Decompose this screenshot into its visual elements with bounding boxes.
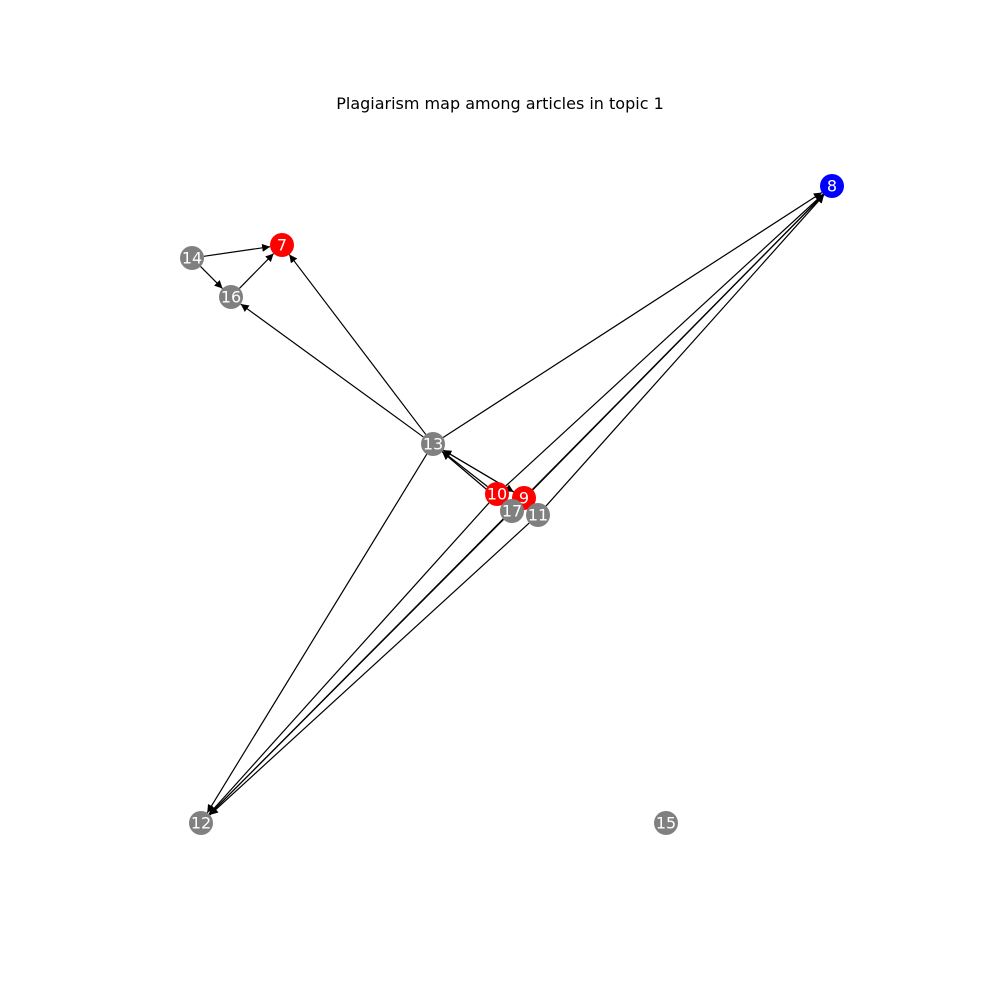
node-circle-13: [421, 432, 445, 456]
node-label-10: 10: [487, 485, 507, 504]
node-label-8: 8: [827, 177, 837, 196]
node-8: 8: [820, 174, 844, 198]
node-14: 14: [180, 246, 204, 270]
edge-13-to-7: [288, 254, 427, 435]
edge-10-to-8: [505, 193, 824, 487]
chart-title: Plagiarism map among articles in topic 1: [336, 94, 664, 113]
node-11: 11: [526, 503, 550, 527]
node-circle-10: [485, 482, 509, 506]
node-label-7: 7: [277, 236, 287, 255]
edge-17-to-8: [519, 194, 825, 503]
node-circle-8: [820, 174, 844, 198]
edge-11-to-8: [545, 194, 825, 507]
edge-14-to-7: [203, 243, 271, 257]
node-circle-12: [189, 811, 213, 835]
edge-10-to-12: [208, 502, 490, 815]
node-circle-15: [654, 811, 678, 835]
nodes-layer: 7 8 9 10 11 12 13 14 15 16 17: [180, 174, 844, 835]
node-15: 15: [654, 811, 678, 835]
node-circle-11: [526, 503, 550, 527]
node-7: 7: [270, 233, 294, 257]
node-13: 13: [421, 432, 445, 456]
node-12: 12: [189, 811, 213, 835]
node-circle-16: [219, 285, 243, 309]
edge-17-to-12: [209, 519, 504, 815]
edge-16-to-7: [238, 253, 275, 289]
edge-13-to-16: [240, 303, 424, 438]
node-circle-17: [500, 499, 524, 523]
node-label-15: 15: [656, 814, 676, 833]
edge-14-to-16: [200, 266, 223, 289]
node-label-16: 16: [221, 288, 241, 307]
node-label-12: 12: [191, 814, 211, 833]
node-10: 10: [485, 482, 509, 506]
edge-11-to-12: [209, 522, 530, 816]
node-label-11: 11: [528, 506, 548, 525]
node-label-14: 14: [182, 249, 202, 268]
node-label-13: 13: [423, 435, 443, 454]
edge-13-to-8: [442, 192, 823, 438]
edge-13-to-12: [206, 453, 428, 814]
edge-10-to-13: [442, 450, 488, 488]
node-label-9: 9: [519, 489, 529, 508]
node-17: 17: [500, 499, 524, 523]
node-circle-14: [180, 246, 204, 270]
node-16: 16: [219, 285, 243, 309]
node-label-17: 17: [502, 502, 522, 521]
node-circle-7: [270, 233, 294, 257]
